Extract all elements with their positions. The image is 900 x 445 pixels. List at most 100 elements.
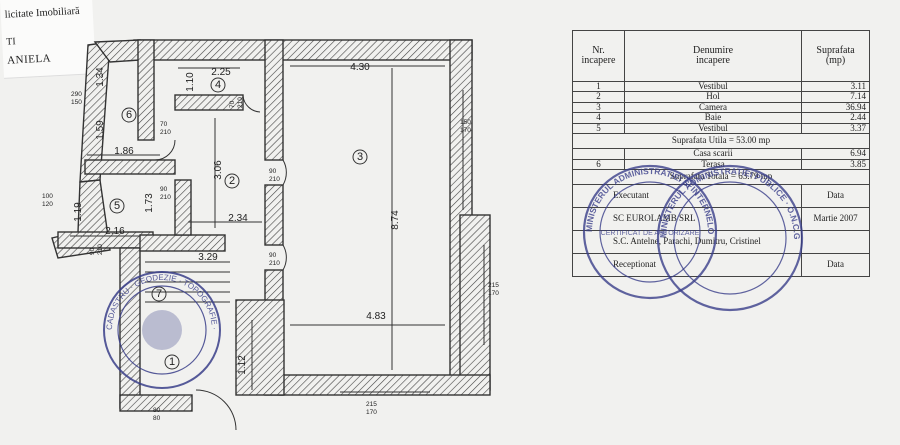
right-ink-stamps: MINISTERUL ADMINISTRATIEI SI INTERNELOR … <box>570 160 804 312</box>
svg-text:CERTIFICAT DE AUTORIZARE: CERTIFICAT DE AUTORIZARE <box>601 230 700 237</box>
opening-labels: 290 150 70 210 70 210 90 210 90 210 90 2… <box>42 91 499 422</box>
wall-stair-left <box>119 247 141 409</box>
header-area: Suprafata(mp) <box>801 30 870 82</box>
svg-text:170: 170 <box>366 409 377 416</box>
dim-1-86: 1.86 <box>114 146 134 157</box>
signature-row: S.C. Antelne, Parachi, Dumitru, Cristine… <box>571 230 870 255</box>
opening-290-150: 290 150 <box>71 91 82 106</box>
svg-text:210: 210 <box>237 97 244 108</box>
wall-stair-bottom <box>119 394 193 412</box>
dim-1-10: 1.10 <box>185 72 196 92</box>
svg-text:6: 6 <box>126 109 132 121</box>
dim-2-25: 2.25 <box>211 67 231 78</box>
svg-text:7: 7 <box>156 288 162 300</box>
opening-80-80: 80 80 <box>153 407 161 422</box>
wall-2-5 <box>174 179 192 236</box>
svg-text:170: 170 <box>460 127 471 134</box>
dimension-labels: 1.34 2.25 4.30 1.10 1.59 1.86 3.06 8.74 … <box>73 62 401 375</box>
room-label-6: 6 <box>121 107 137 123</box>
cell-area: 6.94 <box>801 148 870 160</box>
svg-text:90: 90 <box>160 186 168 193</box>
svg-text:90: 90 <box>269 168 277 175</box>
cell-area: 2.44 <box>801 112 870 124</box>
svg-text:2: 2 <box>229 175 235 187</box>
opening-90-210-d: 90 210 <box>89 244 104 255</box>
opening-70-210-a: 70 210 <box>160 121 171 136</box>
useful-area-row: Suprafata Utila = 53.00 mp <box>572 133 870 150</box>
svg-text:210: 210 <box>160 194 171 201</box>
svg-text:1: 1 <box>169 356 175 368</box>
svg-text:290: 290 <box>71 91 82 98</box>
walls <box>51 39 491 412</box>
wall-6-5 <box>84 159 176 175</box>
svg-text:215: 215 <box>488 282 499 289</box>
svg-text:MINISTERUL ADMINISTRATIEI SI I: MINISTERUL ADMINISTRATIEI SI INTERNELOR … <box>570 160 716 235</box>
svg-text:215: 215 <box>366 401 377 408</box>
dim-2-16: 2.16 <box>105 226 125 237</box>
wall-room3-left-upper <box>264 39 284 161</box>
svg-text:MINISTERUL ADMINISTRATIEI PUBL: MINISTERUL ADMINISTRATIEI PUBLICE · O.N.… <box>570 160 802 240</box>
dim-2-34: 2.34 <box>228 213 248 224</box>
opening-90-210-a: 90 210 <box>269 168 280 183</box>
wall-6-4 <box>137 39 155 141</box>
dim-1-34: 1.34 <box>95 67 106 87</box>
cell-nr: 5 <box>572 122 625 135</box>
svg-text:70: 70 <box>160 121 168 128</box>
opening-90-210-c: 90 210 <box>269 252 280 267</box>
cell-nr: 4 <box>572 112 625 124</box>
svg-text:170: 170 <box>488 290 499 297</box>
svg-text:210: 210 <box>269 176 280 183</box>
opening-100-120: 100 120 <box>42 193 53 208</box>
svg-text:80: 80 <box>153 407 161 414</box>
room-label-1: 1 <box>164 354 180 370</box>
cell-name: Vestibul <box>623 80 803 93</box>
dim-1-73: 1.73 <box>144 193 155 213</box>
dim-1-59: 1.59 <box>95 120 106 140</box>
svg-text:210: 210 <box>160 129 171 136</box>
room-label-7: 7 <box>151 286 167 302</box>
room-label-5: 5 <box>109 198 125 214</box>
signature-date: Data <box>801 253 870 278</box>
svg-text:150: 150 <box>460 119 471 126</box>
useful-area-text: Suprafata Utila = 53.00 mp <box>572 133 870 150</box>
svg-text:70: 70 <box>229 100 236 108</box>
svg-text:3: 3 <box>357 151 363 163</box>
dim-3-29: 3.29 <box>198 252 218 263</box>
svg-text:90: 90 <box>89 247 96 255</box>
cell-nr: 1 <box>572 80 625 93</box>
cell-name: Vestibul <box>623 122 803 135</box>
cell-area: 3.85 <box>801 158 870 171</box>
cell-nr: 3 <box>572 101 625 114</box>
svg-text:90: 90 <box>269 252 277 259</box>
floor-plan: 1.34 2.25 4.30 1.10 1.59 1.86 3.06 8.74 … <box>0 0 499 431</box>
wall-corridor-right <box>235 299 285 396</box>
cell-nr: 2 <box>572 91 625 103</box>
cell-name: Casa scarii <box>623 148 803 160</box>
room-label-4: 4 <box>210 77 226 93</box>
room-label-3: 3 <box>352 149 368 165</box>
wall-4-bottom <box>174 94 244 111</box>
wall-right-bay <box>459 214 491 391</box>
cell-nr <box>572 148 625 160</box>
dim-8-74: 8.74 <box>390 210 401 230</box>
opening-215-170-a: 215 170 <box>488 282 499 297</box>
svg-text:150: 150 <box>71 99 82 106</box>
svg-text:210: 210 <box>97 244 104 255</box>
wall-2-stair <box>139 234 226 252</box>
cell-area: 7.14 <box>801 91 870 103</box>
opening-150-170: 150 170 <box>460 119 471 134</box>
svg-text:4: 4 <box>215 79 221 91</box>
svg-text:100: 100 <box>42 193 53 200</box>
cell-name: Hol <box>623 91 803 103</box>
dim-3-06: 3.06 <box>213 160 224 180</box>
